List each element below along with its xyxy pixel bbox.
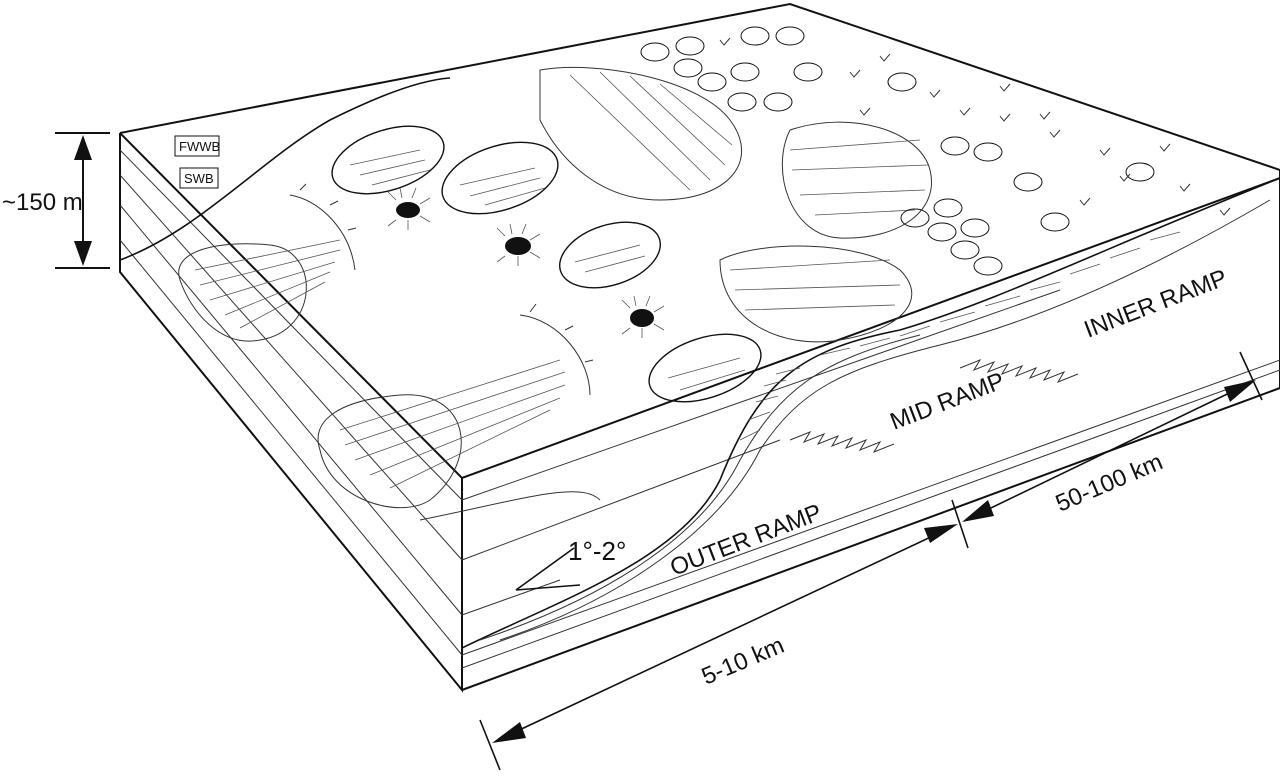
thickness-dimension: ~150 m (0, 132, 110, 269)
swb-label: SWB (184, 171, 214, 186)
channel-lobes (331, 125, 762, 403)
wave-base-labels: FWWB SWB (174, 135, 220, 189)
block-top-back-edge (119, 2, 1280, 171)
reef-mound (496, 223, 541, 266)
block-outline (119, 2, 1280, 693)
submarine-fans (178, 183, 601, 521)
sediment-fans (539, 67, 932, 343)
block-front-bottom-edge (461, 387, 1280, 691)
fwwb-label: FWWB (179, 139, 220, 154)
outer-ramp-label: OUTER RAMP (666, 499, 825, 582)
reef-mounds (387, 187, 665, 338)
shoals (640, 26, 1155, 276)
reef-mound (387, 187, 431, 230)
inner-ramp-label: INNER RAMP (1080, 264, 1230, 343)
block-left-face (119, 133, 463, 693)
reef-mound (621, 295, 665, 338)
slope-angle-label: 1°-2° (568, 536, 626, 566)
mid-ramp-label: MID RAMP (886, 367, 1008, 435)
block-top-front-edge (119, 132, 1280, 480)
slope-angle: 1°-2° (515, 536, 626, 591)
inner-ramp-marks (719, 37, 1231, 216)
ramp-profile (119, 77, 1280, 649)
inner-width-label: 50-100 km (1052, 448, 1167, 517)
thickness-label: ~150 m (2, 189, 83, 216)
